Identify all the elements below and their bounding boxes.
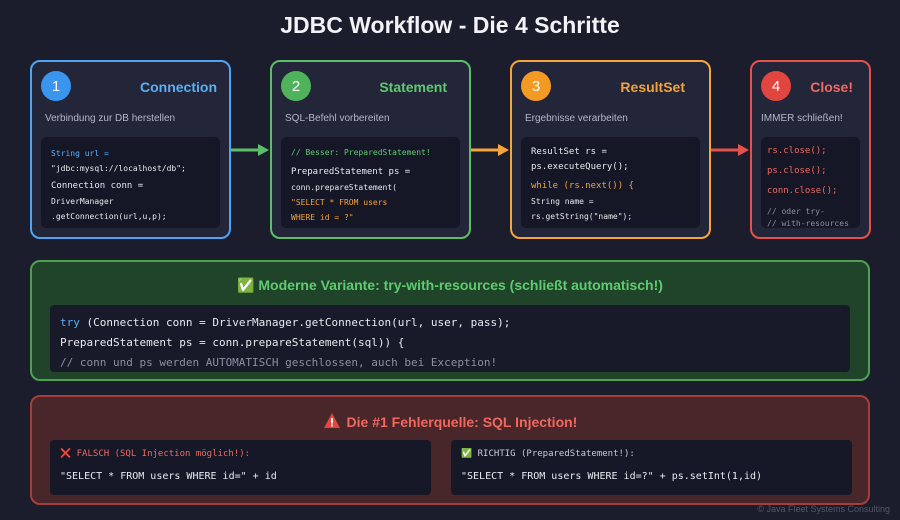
arrow-right-icon <box>471 144 509 156</box>
wrong-example-label-row: ❌ FALSCH (SQL Injection möglich!): <box>60 448 421 461</box>
code-line: conn.close(); <box>767 186 838 196</box>
code-snippet: // Besser: PreparedStatement! PreparedSt… <box>281 137 460 228</box>
modern-variant-heading: ✅ Moderne Variante: try-with-resources (… <box>32 277 868 294</box>
code-line: while (rs.next()) { <box>531 181 634 191</box>
code-line: String url = <box>51 149 109 158</box>
code-line: "jdbc:mysql://localhost/db"; <box>51 164 186 173</box>
sql-injection-heading: Die #1 Fehlerquelle: SQL Injection! <box>32 412 868 430</box>
code-snippet: try (Connection conn = DriverManager.get… <box>50 305 850 372</box>
step-title: Close! <box>810 79 853 95</box>
footer-copyright: © Java Fleet Systems Consulting <box>757 504 890 514</box>
code-snippet: String url = "jdbc:mysql://localhost/db"… <box>41 137 220 228</box>
step-title: Statement <box>379 79 447 95</box>
step-title: Connection <box>140 79 217 95</box>
sql-injection-title: Die #1 Fehlerquelle: SQL Injection! <box>346 414 578 430</box>
step-title: ResultSet <box>620 79 685 95</box>
right-example-code: "SELECT * FROM users WHERE id=?" + ps.se… <box>461 471 763 482</box>
warning-icon <box>323 413 340 428</box>
modern-variant-panel: ✅ Moderne Variante: try-with-resources (… <box>30 260 870 381</box>
code-line: ResultSet rs = <box>531 147 607 157</box>
code-keyword: try <box>60 316 80 329</box>
code-line: PreparedStatement ps = conn.prepareState… <box>60 336 405 349</box>
step-description: SQL-Befehl vorbereiten <box>285 113 390 124</box>
step-card-statement: 2 Statement SQL-Befehl vorbereiten // Be… <box>270 60 471 239</box>
code-line: ps.close(); <box>767 166 827 176</box>
code-line: rs.getString("name"); <box>531 212 633 221</box>
cross-icon: ❌ <box>60 449 72 459</box>
step-description: Ergebnisse verarbeiten <box>525 113 628 124</box>
code-snippet: rs.close(); ps.close(); conn.close(); //… <box>761 137 860 228</box>
check-icon: ✅ <box>237 277 255 293</box>
wrong-example-label: FALSCH (SQL Injection möglich!): <box>76 449 251 459</box>
code-line: // oder try- <box>767 207 825 216</box>
check-icon: ✅ <box>461 449 473 459</box>
code-snippet: ResultSet rs = ps.executeQuery(); while … <box>521 137 700 228</box>
right-example-label: RICHTIG (PreparedStatement!): <box>477 449 635 459</box>
code-line: DriverManager <box>51 197 114 206</box>
code-comment: // conn und ps werden AUTOMATISCH geschl… <box>60 356 498 369</box>
arrow-right-icon <box>231 144 269 156</box>
code-line: PreparedStatement ps = <box>291 167 411 177</box>
arrow-right-icon <box>711 144 749 156</box>
modern-variant-title: Moderne Variante: try-with-resources (sc… <box>258 277 663 293</box>
code-line: String name = <box>531 197 594 206</box>
wrong-example-box: ❌ FALSCH (SQL Injection möglich!): "SELE… <box>50 440 431 495</box>
step-number-badge: 3 <box>521 71 551 101</box>
code-line: // Besser: PreparedStatement! <box>291 148 431 157</box>
step-description: IMMER schließen! <box>761 113 843 124</box>
step-number-badge: 2 <box>281 71 311 101</box>
code-line: .getConnection(url,u,p); <box>51 212 167 221</box>
step-card-connection: 1 Connection Verbindung zur DB herstelle… <box>30 60 231 239</box>
sql-injection-panel: Die #1 Fehlerquelle: SQL Injection! ❌ FA… <box>30 395 870 505</box>
right-example-box: ✅ RICHTIG (PreparedStatement!): "SELECT … <box>451 440 852 495</box>
code-line: Connection conn = <box>51 181 144 191</box>
code-line: rs.close(); <box>767 146 827 156</box>
step-description: Verbindung zur DB herstellen <box>45 113 176 124</box>
step-number-badge: 1 <box>41 71 71 101</box>
code-line: WHERE id = ?" <box>291 213 354 222</box>
code-line: try (Connection conn = DriverManager.get… <box>60 313 840 333</box>
right-example-label-row: ✅ RICHTIG (PreparedStatement!): <box>461 448 842 461</box>
wrong-example-code: "SELECT * FROM users WHERE id=" + id <box>60 471 277 482</box>
code-line: // with-resources <box>767 219 849 228</box>
step-card-close: 4 Close! IMMER schließen! rs.close(); ps… <box>750 60 871 239</box>
code-text: (Connection conn = DriverManager.getConn… <box>79 316 511 329</box>
page-title: JDBC Workflow - Die 4 Schritte <box>280 12 620 38</box>
code-line: conn.prepareStatement( <box>291 183 397 192</box>
step-card-resultset: 3 ResultSet Ergebnisse verarbeiten Resul… <box>510 60 711 239</box>
code-line: ps.executeQuery(); <box>531 162 629 172</box>
step-number-badge: 4 <box>761 71 791 101</box>
code-line: "SELECT * FROM users <box>291 198 388 207</box>
